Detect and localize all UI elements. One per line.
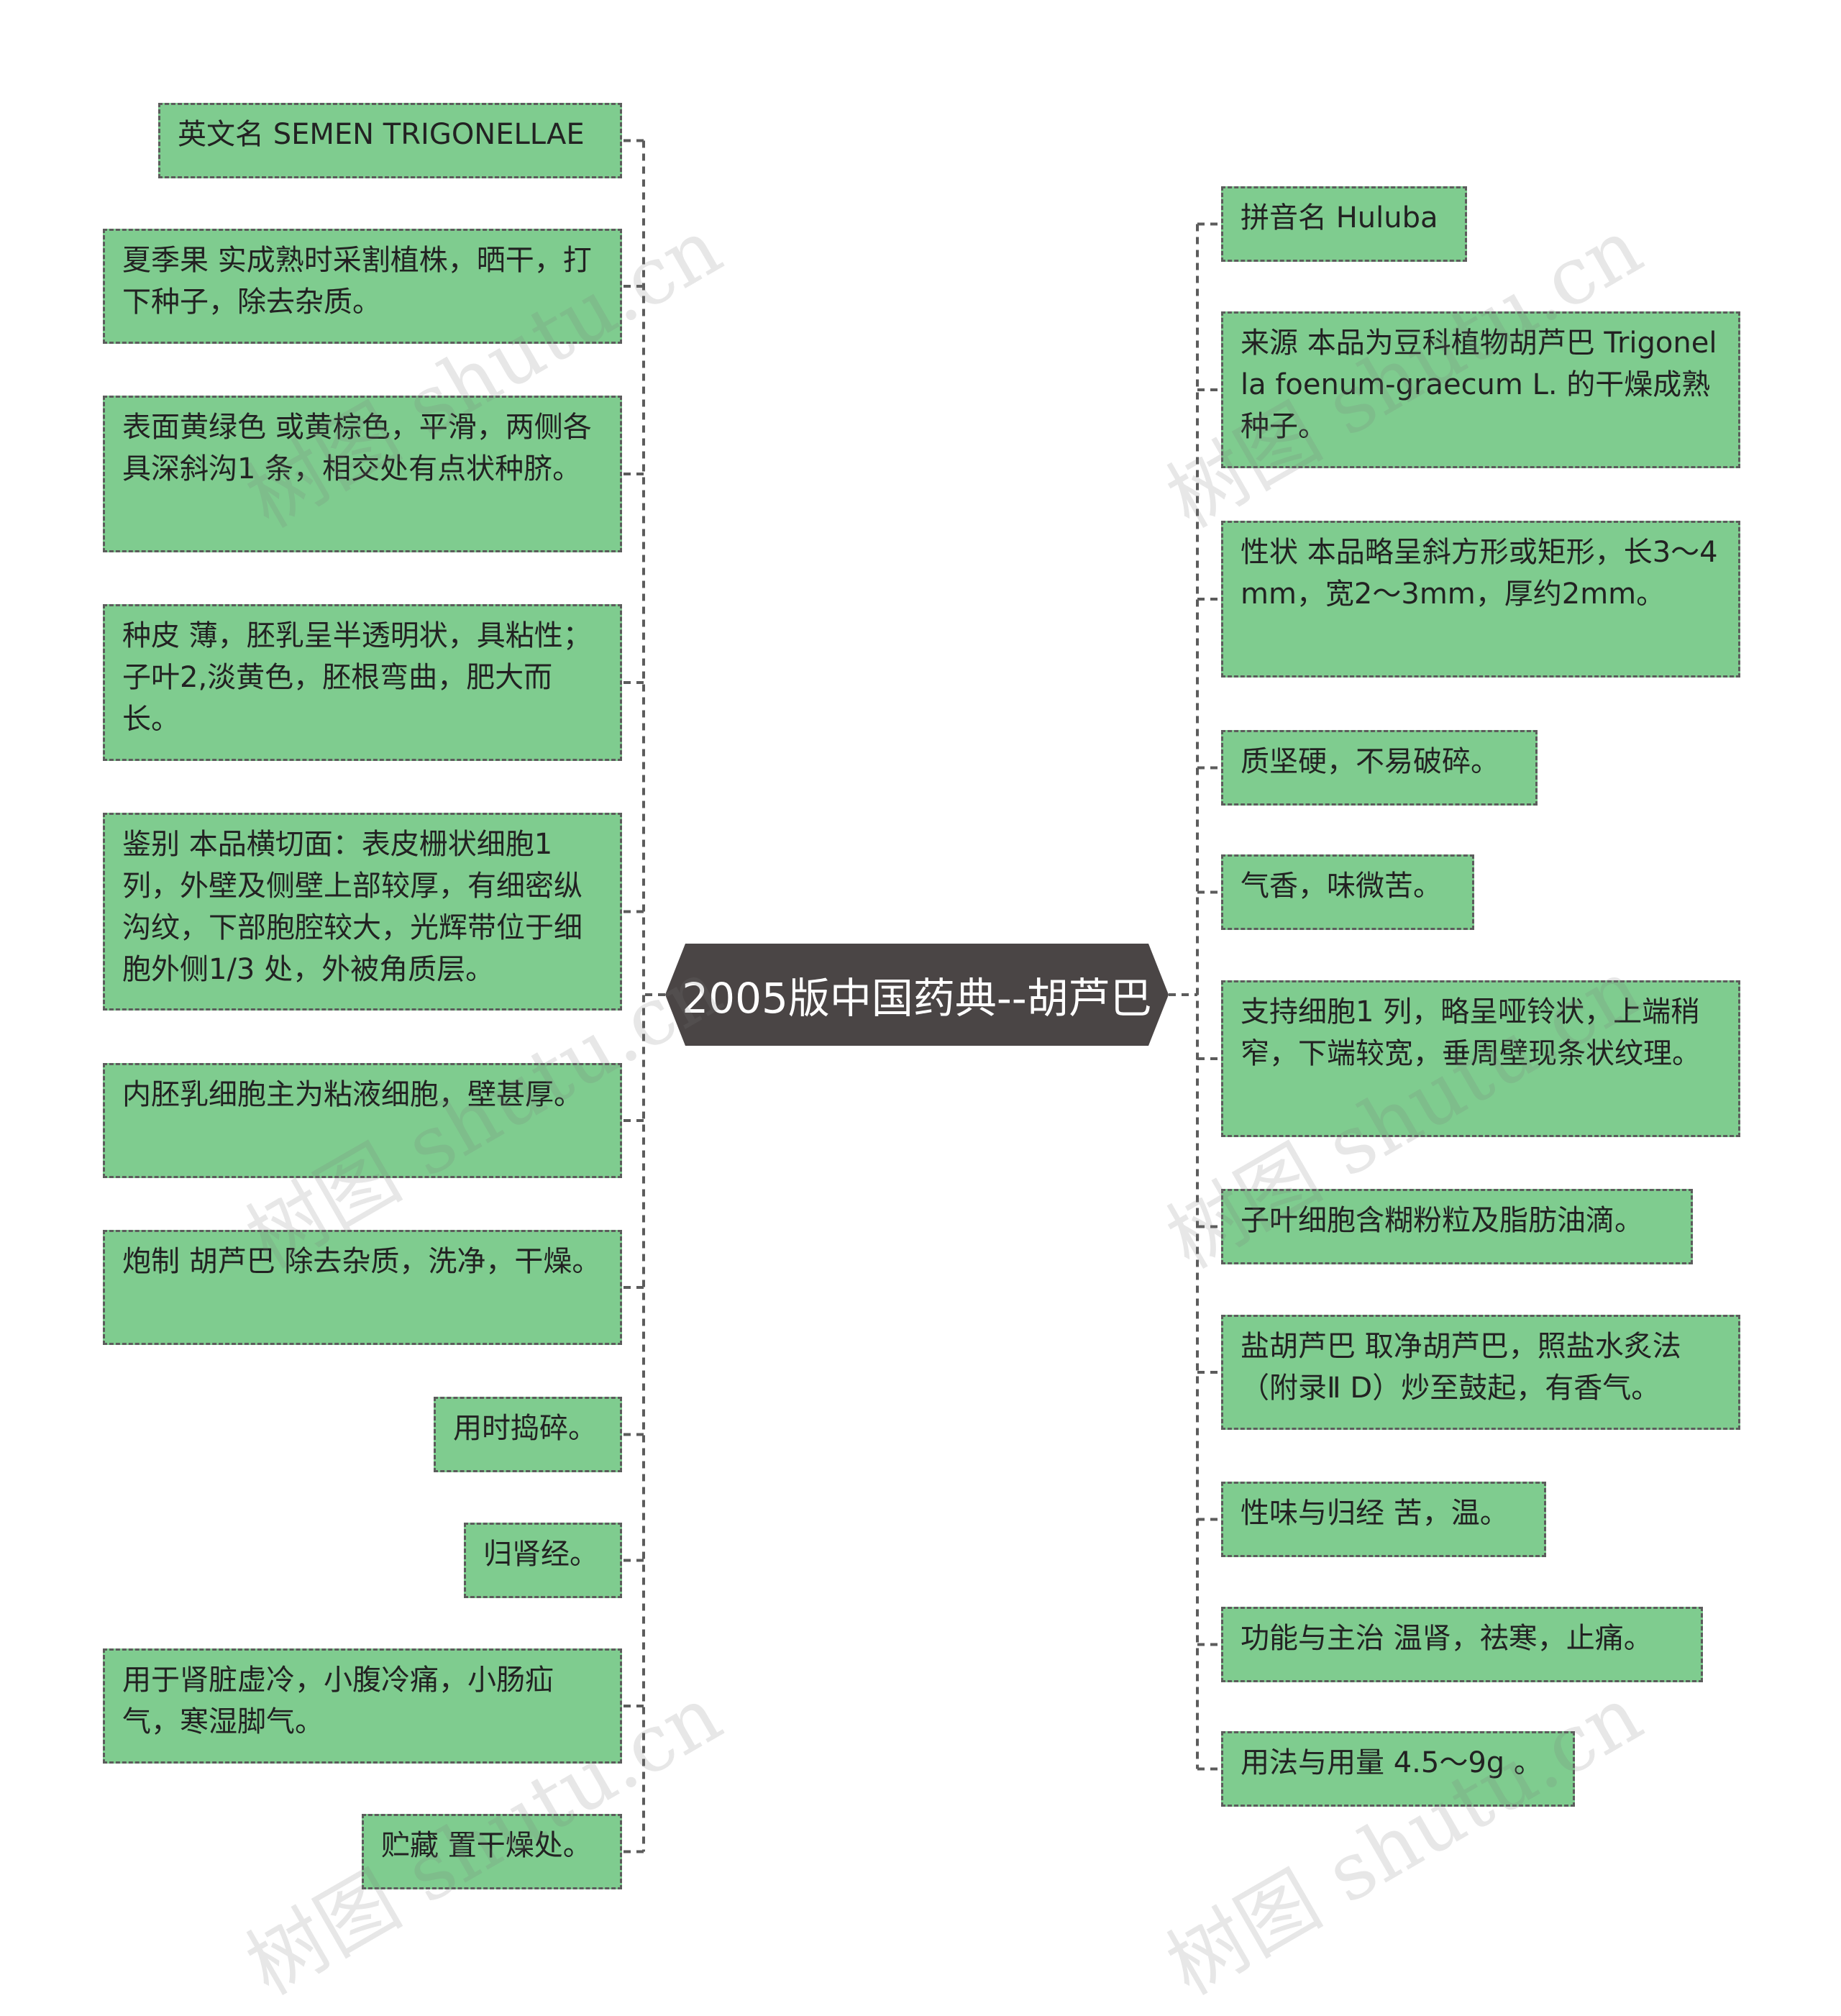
left-node-processing[interactable]: 炮制 胡芦巴 除去杂质，洗净，干燥。	[103, 1230, 622, 1345]
node-label: 盐胡芦巴 取净胡芦巴，照盐水炙法（附录Ⅱ D）炒至鼓起，有香气。	[1241, 1330, 1681, 1405]
right-node-dosage[interactable]: 用法与用量 4.5～9g 。	[1221, 1731, 1575, 1807]
node-label: 性状 本品略呈斜方形或矩形，长3～4mm，宽2～3mm，厚约2mm。	[1241, 536, 1718, 611]
right-node-source[interactable]: 来源 本品为豆科植物胡芦巴 Trigonella foenum-graecum …	[1221, 311, 1740, 468]
node-label: 归肾经。	[483, 1538, 598, 1571]
right-node-pinyin[interactable]: 拼音名 Huluba	[1221, 186, 1467, 262]
left-node-storage[interactable]: 贮藏 置干燥处。	[362, 1814, 622, 1889]
node-label: 夏季果 实成熟时采割植株，晒干，打下种子，除去杂质。	[122, 244, 592, 319]
node-label: 英文名 SEMEN TRIGONELLAE	[178, 118, 585, 151]
node-label: 表面黄绿色 或黄棕色，平滑，两侧各具深斜沟1 条，相交处有点状种脐。	[122, 411, 592, 485]
node-label: 功能与主治 温肾，祛寒，止痛。	[1241, 1622, 1653, 1655]
right-node-taste[interactable]: 性味与归经 苦，温。	[1221, 1482, 1546, 1557]
node-label: 支持细胞1 列，略呈哑铃状，上端稍窄，下端较宽，垂周壁现条状纹理。	[1241, 995, 1701, 1070]
right-node-cotyledon[interactable]: 子叶细胞含糊粉粒及脂肪油滴。	[1221, 1189, 1693, 1264]
left-node-endosperm[interactable]: 内胚乳细胞主为粘液细胞，壁甚厚。	[103, 1063, 622, 1178]
node-label: 贮藏 置干燥处。	[381, 1829, 592, 1862]
node-label: 子叶细胞含糊粉粒及脂肪油滴。	[1241, 1204, 1643, 1237]
left-node-meridian[interactable]: 归肾经。	[464, 1523, 622, 1598]
right-node-salt-processing[interactable]: 盐胡芦巴 取净胡芦巴，照盐水炙法（附录Ⅱ D）炒至鼓起，有香气。	[1221, 1315, 1740, 1430]
central-topic[interactable]: 2005版中国药典--胡芦巴	[665, 944, 1169, 1046]
node-label: 气香，味微苦。	[1241, 870, 1442, 903]
left-node-surface[interactable]: 表面黄绿色 或黄棕色，平滑，两侧各具深斜沟1 条，相交处有点状种脐。	[103, 396, 622, 552]
node-label: 来源 本品为豆科植物胡芦巴 Trigonella foenum-graecum …	[1241, 327, 1717, 443]
right-node-hardness[interactable]: 质坚硬，不易破碎。	[1221, 730, 1538, 806]
node-label: 性味与归经 苦，温。	[1241, 1497, 1509, 1530]
node-label: 种皮 薄，胚乳呈半透明状，具粘性；子叶2,淡黄色，胚根弯曲，肥大而长。	[122, 619, 592, 736]
node-label: 用法与用量 4.5～9g 。	[1241, 1746, 1543, 1779]
node-label: 炮制 胡芦巴 除去杂质，洗净，干燥。	[122, 1245, 601, 1278]
central-topic-label: 2005版中国药典--胡芦巴	[682, 974, 1152, 1023]
node-label: 拼音名 Huluba	[1241, 201, 1438, 234]
node-label: 鉴别 本品横切面：表皮栅状细胞1 列，外壁及侧壁上部较厚，有细密纵沟纹，下部胞腔…	[122, 828, 583, 986]
left-node-harvest[interactable]: 夏季果 实成熟时采割植株，晒干，打下种子，除去杂质。	[103, 229, 622, 344]
right-node-support-cells[interactable]: 支持细胞1 列，略呈哑铃状，上端稍窄，下端较宽，垂周壁现条状纹理。	[1221, 980, 1740, 1137]
node-label: 内胚乳细胞主为粘液细胞，壁甚厚。	[122, 1078, 583, 1111]
node-label: 用时捣碎。	[453, 1412, 597, 1445]
left-node-identification[interactable]: 鉴别 本品横切面：表皮栅状细胞1 列，外壁及侧壁上部较厚，有细密纵沟纹，下部胞腔…	[103, 813, 622, 1011]
right-node-smell[interactable]: 气香，味微苦。	[1221, 854, 1474, 930]
right-node-characteristics[interactable]: 性状 本品略呈斜方形或矩形，长3～4mm，宽2～3mm，厚约2mm。	[1221, 521, 1740, 678]
right-node-function[interactable]: 功能与主治 温肾，祛寒，止痛。	[1221, 1607, 1703, 1682]
node-label: 质坚硬，不易破碎。	[1241, 745, 1499, 778]
left-node-english-name[interactable]: 英文名 SEMEN TRIGONELLAE	[158, 103, 622, 178]
left-node-seed-coat[interactable]: 种皮 薄，胚乳呈半透明状，具粘性；子叶2,淡黄色，胚根弯曲，肥大而长。	[103, 604, 622, 761]
left-node-crush[interactable]: 用时捣碎。	[434, 1397, 622, 1472]
node-label: 用于肾脏虚冷，小腹冷痛，小肠疝气，寒湿脚气。	[122, 1664, 554, 1738]
left-node-indication[interactable]: 用于肾脏虚冷，小腹冷痛，小肠疝气，寒湿脚气。	[103, 1648, 622, 1764]
